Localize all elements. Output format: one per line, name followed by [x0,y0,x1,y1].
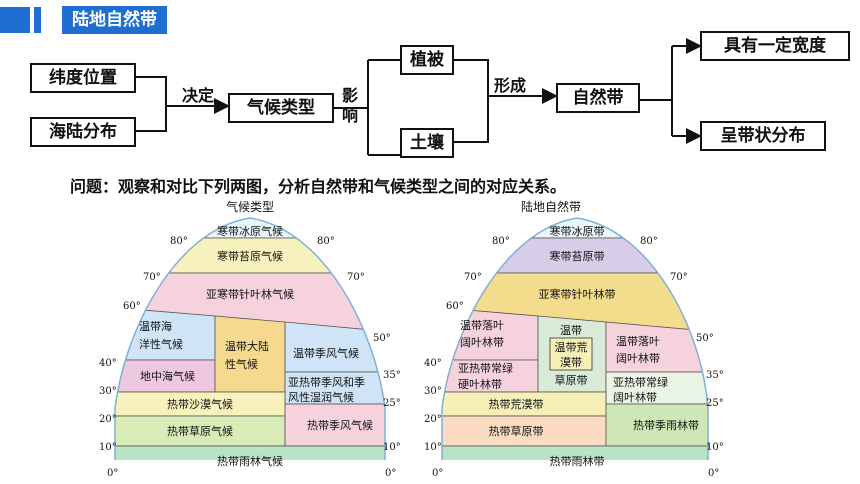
soil-box: 土壤 [400,128,454,158]
nz-lat-50-right: 50° [696,333,714,344]
label-tundra: 寒带苔原气候 [217,249,283,263]
influence-label: 影响 [342,86,359,125]
nz-lat-25-right: 25° [706,398,724,409]
latitude-box: 纬度位置 [30,63,136,93]
zone-mediterranean [115,359,216,393]
nz-label-desert-2: 漠带 [560,356,582,369]
label-rainforest: 热带雨林气候 [217,454,283,468]
zone-continental [214,315,286,393]
nz-label-monsoon-forest: 热带季雨林带 [633,418,699,432]
nz-label-decid-e-2: 阔叶林带 [616,351,660,365]
nz-label-rainforest: 热带雨林带 [550,454,605,468]
nz-label-savanna: 热带草原带 [489,425,544,438]
label-maritime-1: 温带海 [139,319,172,333]
lat-60-left: 60° [123,301,141,312]
climate-map: 寒带冰原气候 寒带苔原气候 亚寒带针叶林气候 温带海 洋性气候 地中海气候 温带… [99,217,401,479]
label-continental-2: 性气候 [225,357,258,371]
nz-label-sclero-1: 亚热带常绿 [458,361,513,375]
nz-label-ice: 寒带冰原带 [550,224,605,238]
label-continental-1: 温带大陆 [225,339,269,353]
lat-40-left: 40° [99,358,117,369]
nz-lat-80-right: 80° [640,236,658,247]
label-maritime-2: 洋性气候 [139,337,183,351]
nz-label-decid-w-1: 温带落叶 [460,319,504,332]
zone-trop-monsoon [284,403,385,447]
nz-lat-0-right: 0° [708,468,719,479]
nz-temp-desert-box [549,337,593,371]
nz-lat-10-left: 10° [424,442,442,453]
nz-lat-10-right: 10° [706,442,724,453]
climate-map-title: 气候类型 [225,200,274,214]
question-text: 问题：观察和对比下列两图，分析自然带和气候类型之间的对应关系。 [70,177,567,196]
vegetation-box: 植被 [400,45,454,75]
label-temp-monsoon: 温带季风气候 [293,346,359,360]
label-savanna: 热带草原气候 [167,424,233,438]
lat-10-left: 10° [99,442,117,453]
nz-label-decid-w-2: 阔叶林带 [460,335,504,349]
nz-label-taiga: 亚寒带针叶林带 [539,287,616,301]
natural-zone-box: 自然带 [556,83,640,113]
nz-rainforest [442,445,708,460]
nz-taiga [442,272,708,335]
nz-lat-70-left: 70° [464,272,482,283]
nz-label-evergreen-2: 阔叶林带 [613,390,657,404]
zone-rainforest [115,445,385,460]
land-sea-box: 海陆分布 [30,117,136,147]
nz-sclerophyll [442,359,539,393]
lat-70-left: 70° [143,272,161,283]
lat-50-right: 50° [373,333,391,344]
nz-label-grass-top: 温带 [560,324,582,337]
nz-label-decid-e-1: 温带落叶 [616,335,660,348]
nz-decid-west [442,305,539,361]
lat-25-right: 25° [383,398,401,409]
nz-lat-60-left: 60° [446,301,464,312]
nz-monsoon-forest [605,403,708,447]
header-accent-stripe [34,7,41,33]
nz-savanna [442,415,607,447]
page-title: 陆地自然带 [62,6,167,34]
nz-lat-0-left: 0° [432,468,443,479]
lat-0-right: 0° [385,468,396,479]
lat-70-right: 70° [347,272,365,283]
climate-type-box: 气候类型 [228,93,334,123]
header-accent-bar [0,7,30,33]
nz-label-sclero-2: 硬叶林带 [458,377,502,391]
lat-10-right: 10° [383,442,401,453]
zone-maritime [115,305,216,361]
nz-lat-30-left: 30° [424,386,442,397]
zone-savanna [115,415,286,447]
banded-box: 呈带状分布 [700,121,826,151]
label-mediterranean: 地中海气候 [140,369,195,383]
label-trop-desert: 热带沙漠气候 [167,397,233,411]
nz-lat-40-left: 40° [424,358,442,369]
zone-map-title: 陆地自然带 [520,200,581,214]
forms-label: 形成 [494,76,527,95]
label-subtrop-2: 风性湿润气候 [288,390,354,404]
has-width-box: 具有一定宽度 [700,31,850,61]
nz-evergreen [605,371,708,405]
flow-connectors [136,38,702,156]
nz-lat-80-left: 80° [492,236,510,247]
zone-map: 寒带冰原带 寒带苔原带 亚寒带针叶林带 温带落叶 阔叶林带 亚热带常绿 硬叶林带… [424,217,724,479]
lat-80-right: 80° [317,236,335,247]
nz-label-trop-desert: 热带荒漠带 [489,398,544,411]
zone-subarctic [115,272,385,335]
label-ice: 寒带冰原气候 [217,224,283,238]
lat-35-right: 35° [383,370,401,381]
label-subarctic: 亚寒带针叶林气候 [206,287,294,301]
nz-label-grass-bottom: 草原带 [555,374,588,387]
nz-label-desert-1: 温带荒 [555,341,588,354]
nz-label-tundra: 寒带苔原带 [550,249,605,263]
nz-lat-35-right: 35° [706,370,724,381]
label-subtrop-1: 亚热带季风和季 [288,376,365,389]
lat-30-left: 30° [99,386,117,397]
nz-lat-70-right: 70° [670,272,688,283]
nz-label-evergreen-1: 亚热带常绿 [613,375,668,389]
lat-80-left: 80° [170,236,188,247]
label-trop-monsoon: 热带季风气候 [307,418,373,432]
nz-lat-20-left: 20° [424,414,442,425]
lat-20-left: 20° [99,414,117,425]
lat-0-left: 0° [107,468,118,479]
determines-label: 决定 [182,86,215,105]
